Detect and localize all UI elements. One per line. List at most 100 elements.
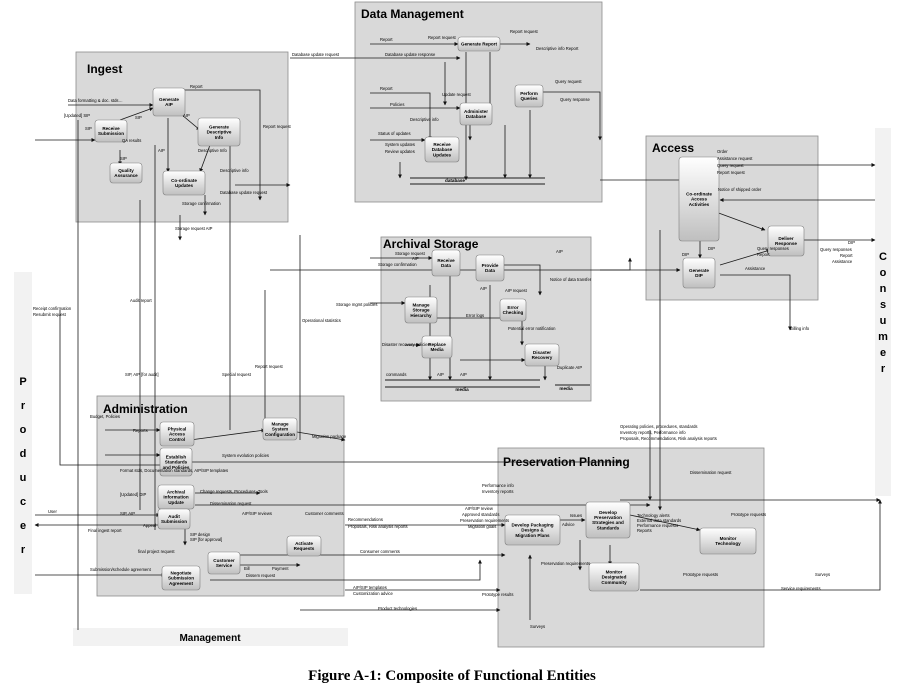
flow-label-sip2: SIP — [85, 126, 92, 131]
flow-label-status-of-updates: Status of updates — [378, 131, 411, 136]
flow-label-storage-mgmt-policies: Storage mgmt policies — [336, 302, 377, 307]
flow-label-report-request1: Report request — [263, 124, 292, 129]
flow-label-report-request3: Report request — [510, 29, 539, 34]
manage-system-configuration-label: System — [272, 427, 288, 432]
consumer-letter: n — [880, 283, 887, 295]
function-nodes: GenerateAIPReceiveSubmissionGenerateDesc… — [94, 36, 805, 592]
establish-standards-label: Standards — [165, 460, 188, 465]
develop-preservation-label: Standards — [597, 525, 620, 530]
flow-label-dissemination-request: Dissemination request — [210, 501, 252, 506]
physical-access-control-label: Access — [169, 432, 186, 437]
flow-label-migration-goals: Migration goals — [468, 524, 496, 529]
consumer-bar — [875, 128, 891, 496]
flow-label-query-responses: Query responses — [757, 246, 789, 251]
flow-label-potential-error: Potential error notification — [508, 326, 556, 331]
consumer-letter: C — [879, 251, 887, 263]
access-title: Access — [652, 141, 694, 155]
develop-packaging-label: Designs & — [521, 528, 544, 533]
negotiate-submission-label: Negotiate — [171, 570, 192, 575]
flow-label-db-update-response: Database update response — [385, 52, 436, 57]
flow-label-storage-request-aip: Storage request AIP — [175, 226, 213, 231]
error-checking-label: Checking — [503, 310, 524, 315]
flow-label-updated-dip: [Updated] DIP — [120, 492, 147, 497]
flow-label-aip-sip-review: AIP/SIP review — [465, 506, 494, 511]
customer-service-label: Customer — [213, 558, 235, 563]
producer-letter: o — [20, 424, 27, 436]
producer-letter: e — [20, 520, 26, 532]
producer-letter: u — [20, 472, 27, 484]
flow-label-assistance-request: Assistance request — [717, 156, 753, 161]
consumer-label: Consumer — [878, 251, 888, 375]
establish-standards-label: and Policies — [163, 465, 190, 470]
flow-label-recommendations: Recommendations — [348, 517, 383, 522]
perform-queries-label: Queries — [520, 96, 538, 101]
audit-submission-label: Audit — [168, 514, 180, 519]
consumer-letter: o — [880, 267, 887, 279]
flow-label-surveys2: Surveys — [530, 624, 545, 629]
receive-database-updates-label: Database — [432, 147, 453, 152]
flow-label-descriptive-info2: Descriptive info — [220, 168, 249, 173]
manage-storage-hierarchy-label: Storage — [412, 308, 430, 313]
monitor-community-label: Designated — [602, 575, 627, 580]
flow-label-customization-advice: Customization advice — [353, 591, 393, 596]
flow-label-billing-info: Billing info — [790, 326, 810, 331]
flow-label-system-evolution-policies: System evolution policies — [222, 453, 269, 458]
flow-label-report4: Report — [840, 253, 853, 258]
flow-label-aip3: AIP — [412, 256, 419, 261]
flow-label-consumer-comments: Consumer comments — [360, 549, 400, 554]
flow-label-report5: Report request — [255, 364, 284, 369]
flow-label-report3: Report — [380, 86, 393, 91]
flow-label-performance-info: Performance info — [482, 483, 515, 488]
flow-label-descriptive-info-report: Descriptive info Report — [536, 46, 579, 51]
flow-label-storage-request2: Storage request — [395, 251, 426, 256]
disaster-recovery-label: Disaster — [533, 350, 551, 355]
flow-label-storage-confirmation1: Storage confirmation — [182, 201, 221, 206]
producer-letter: r — [21, 400, 26, 412]
media-store-label: media — [455, 387, 469, 392]
media-small-store-label: media — [559, 386, 573, 391]
flow-label-sip-design: SIP design — [190, 532, 211, 537]
receive-database-updates-label: Updates — [433, 152, 452, 157]
quality-assurance-label: Quality — [118, 168, 134, 173]
activate-requests-label: Activate — [295, 541, 313, 546]
flow-label-descriptive-info1: Descriptive Info — [198, 148, 228, 153]
flow-label-migration-package: Migration package — [312, 434, 347, 439]
flow-label-updated-sip: [Updated] SIP — [64, 113, 90, 118]
quality-assurance-label: Assurance — [114, 173, 138, 178]
monitor-community-label: Monitor — [606, 569, 623, 574]
archival-information-update-label: Information — [163, 495, 188, 500]
flow-label-product-technologies: Product technologies — [378, 606, 417, 611]
develop-preservation-label: Develop — [599, 510, 617, 515]
coordinate-access-label: Access — [691, 197, 708, 202]
flow-label-data-formatting: Data formatting & doc. stds… — [68, 98, 123, 103]
flow-label-report-request2: Report request — [428, 35, 457, 40]
flow-label-payment: Payment — [272, 566, 289, 571]
flow-label-prototype-results: Prototype results — [482, 592, 513, 597]
flow-label-prototype-requests2: Prototype requests — [683, 572, 718, 577]
flow-label-budget-policies: Budget, Policies — [90, 414, 120, 419]
flow-label-report2: Report — [380, 37, 393, 42]
physical-access-control-label: Physical — [168, 426, 187, 431]
management-label: Management — [179, 633, 241, 644]
ingest-title: Ingest — [87, 62, 122, 76]
flow-label-sip-aip: SIP, AIP — [120, 511, 135, 516]
flow-label-external-data-standards: External data standards — [637, 518, 681, 523]
flow-label-sip1: SIP — [135, 115, 142, 120]
flow-label-database-update-request1: Database update request — [292, 52, 340, 57]
error-checking-label: Error — [507, 305, 518, 310]
administration-title: Administration — [103, 402, 188, 416]
flow-label-sip3: SIP — [120, 156, 127, 161]
receive-data-label: Data — [441, 263, 451, 268]
consumer-letter: m — [878, 331, 888, 343]
flow-label-error-logs: Error logs — [466, 313, 484, 318]
